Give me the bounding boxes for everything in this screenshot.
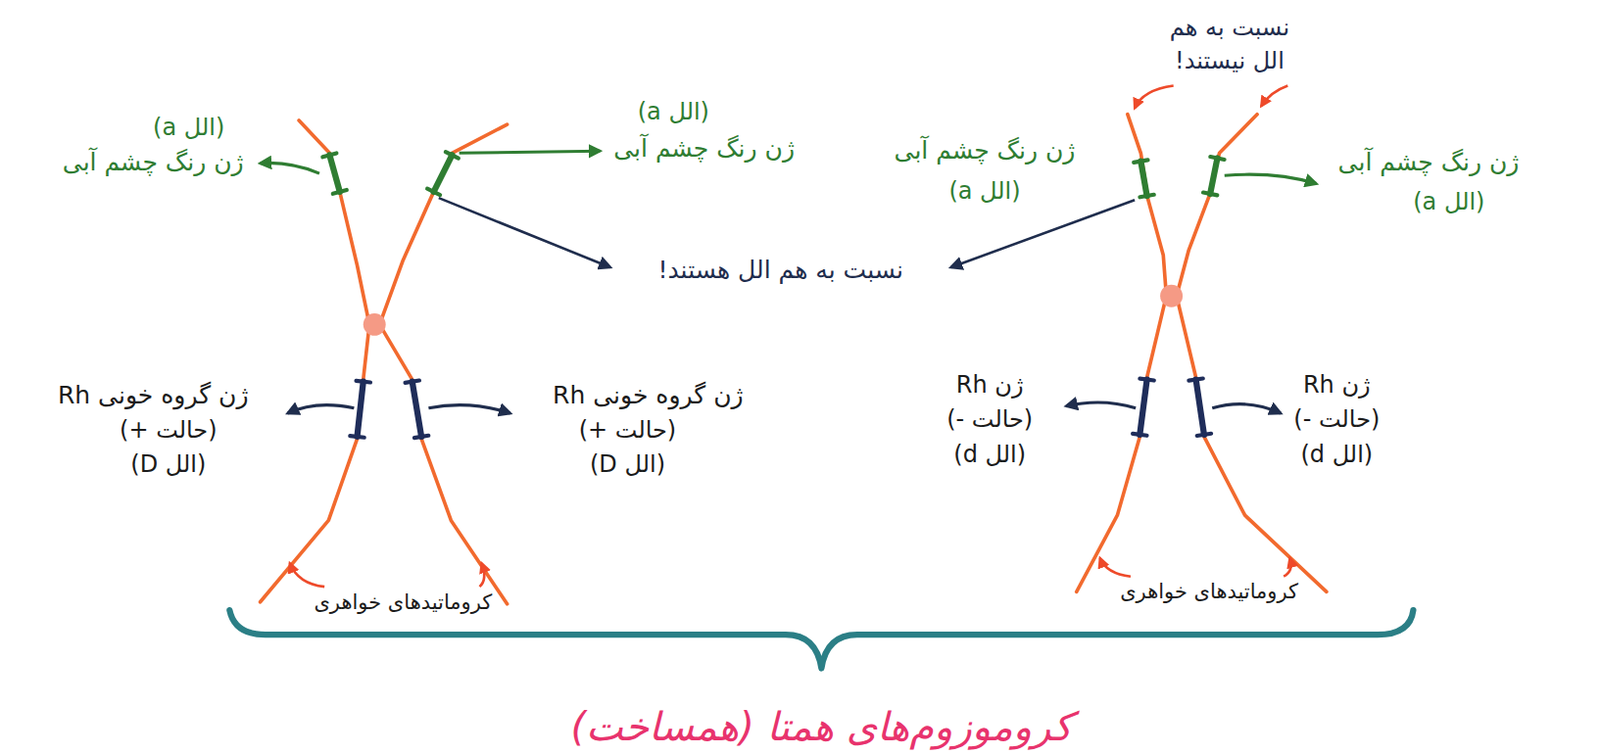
- gene-band-cap: [1133, 159, 1148, 163]
- leader-arrow: [479, 563, 485, 587]
- gene-label: ژن رنگ چشم آبی: [891, 137, 1079, 166]
- centromere: [363, 313, 387, 337]
- gene-band-cap: [1197, 434, 1212, 437]
- leader-arrow: [951, 199, 1135, 268]
- gene-band: [1140, 161, 1147, 196]
- gene-band: [1196, 380, 1205, 436]
- chromatid: [1176, 114, 1327, 593]
- gene-band-cap: [414, 436, 429, 438]
- gene-band-cap: [1210, 156, 1224, 160]
- gene-band-cap: [322, 152, 337, 157]
- caption: کروموزوم‌های همتا (همساخت): [568, 704, 1076, 750]
- curly-brace: [229, 610, 1413, 669]
- leader-arrow: [288, 405, 355, 414]
- gene-band-cap: [1203, 193, 1217, 196]
- allele-label: (الل a): [945, 178, 1023, 206]
- gene-label: ژن گروه خونی Rh: [54, 382, 252, 411]
- gene-label: ژن Rh: [953, 372, 1027, 400]
- state-label: (حالت -): [943, 406, 1036, 435]
- leader-arrow: [428, 405, 510, 414]
- allele-label: (الل d): [950, 441, 1029, 470]
- leader-arrow: [1224, 174, 1317, 184]
- allele-label: (الل D): [586, 451, 669, 480]
- leader-arrow: [290, 563, 325, 587]
- gene-band: [412, 382, 422, 437]
- allele-label: (الل D): [127, 451, 209, 480]
- chromatid: [1076, 114, 1167, 593]
- note-label: الل نیستند!: [1171, 48, 1288, 76]
- chromatid: [260, 120, 370, 603]
- leader-arrow: [1260, 86, 1288, 107]
- gene-band-cap: [349, 436, 364, 438]
- gene-label: ژن رنگ چشم آبی: [59, 148, 247, 178]
- gene-label: ژن Rh: [1300, 372, 1374, 400]
- gene-band: [357, 382, 364, 437]
- leader-arrow: [1066, 402, 1136, 409]
- gene-band-cap: [1132, 434, 1147, 437]
- state-label: (حالت +): [576, 417, 680, 445]
- gene-band: [329, 154, 340, 193]
- gene-band-cap: [1139, 379, 1154, 382]
- gene-band-cap: [1139, 194, 1154, 198]
- allele-label: (الل d): [1297, 441, 1376, 470]
- note-label: نسبت به هم الل هستند!: [654, 256, 907, 286]
- allele-label: (الل a): [634, 98, 713, 127]
- gene-band-cap: [333, 190, 347, 194]
- state-label: (حالت -): [1290, 406, 1383, 435]
- gene-band: [434, 154, 453, 193]
- gene-band-cap: [405, 380, 420, 383]
- gene-label: ژن گروه خونی Rh: [549, 382, 747, 411]
- centromere: [1160, 285, 1183, 308]
- chromatid-label: کروماتیدهای خواهری: [310, 590, 495, 615]
- gene-band-cap: [1188, 379, 1203, 382]
- leader-arrow: [438, 197, 611, 268]
- allele-label: (الل a): [149, 114, 228, 143]
- gene-band: [1139, 380, 1147, 436]
- gene-band: [1210, 158, 1217, 194]
- note-label: نسبت به هم: [1166, 14, 1293, 43]
- gene-band-cap: [445, 151, 459, 159]
- gene-label: ژن رنگ چشم آبی: [1335, 148, 1523, 178]
- chromatid: [379, 124, 507, 605]
- leader-arrow: [1100, 558, 1131, 578]
- chromatid-label: کروماتیدهای خواهری: [1116, 580, 1302, 604]
- gene-band-cap: [427, 189, 440, 196]
- gene-band-cap: [356, 381, 371, 384]
- leader-arrow: [260, 162, 320, 174]
- leader-arrow: [459, 150, 601, 153]
- leader-arrow: [1134, 86, 1174, 109]
- leader-arrow: [1212, 404, 1281, 414]
- state-label: (حالت +): [116, 417, 221, 445]
- leader-arrow: [1283, 558, 1291, 578]
- allele-label: (الل a): [1409, 189, 1488, 217]
- gene-label: ژن رنگ چشم آبی: [610, 135, 798, 164]
